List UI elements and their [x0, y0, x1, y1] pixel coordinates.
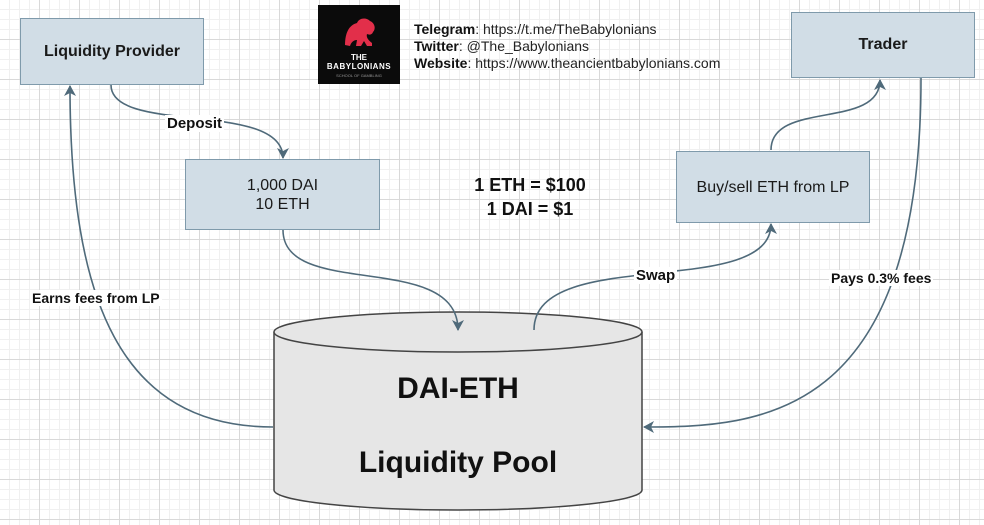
logo-text-the: THE [351, 53, 367, 62]
twitter-label: Twitter [414, 38, 459, 54]
buy-sell-to-trader-arrow [770, 79, 886, 151]
social-info: Telegram: https://t.me/TheBabylonians Tw… [414, 21, 720, 72]
website-line: Website: https://www.theancientbabylonia… [414, 55, 721, 71]
lion-icon [345, 18, 375, 46]
trader-node[interactable]: Trader [791, 12, 975, 78]
pays-fees-arrow [643, 77, 922, 433]
telegram-line: Telegram: https://t.me/TheBabylonians [414, 21, 657, 37]
liquidity-provider-node[interactable]: Liquidity Provider [20, 18, 204, 85]
eth-price: 1 ETH = $100 [474, 175, 586, 195]
telegram-label: Telegram [414, 21, 476, 37]
deposit-edge-label: Deposit [165, 115, 225, 132]
telegram-link[interactable]: https://t.me/TheBabylonians [483, 21, 657, 37]
swap-edge-label: Swap [634, 267, 678, 284]
price-info: 1 ETH = $100 1 DAI = $1 [440, 173, 620, 221]
pays-fees-edge-label: Pays 0.3% fees [829, 270, 934, 286]
deposit-amount-node[interactable]: 1,000 DAI 10 ETH [185, 159, 380, 230]
earns-fees-edge-label: Earns fees from LP [30, 290, 162, 306]
buy-sell-label: Buy/sell ETH from LP [696, 178, 850, 196]
deposit-eth-amount: 10 ETH [255, 195, 310, 213]
dai-price: 1 DAI = $1 [486, 199, 574, 219]
website-link[interactable]: https://www.theancientbabylonians.com [475, 55, 721, 71]
pool-title-name: Liquidity Pool [358, 446, 558, 479]
babylonians-logo: THE BABYLONIANS SCHOOL OF GAMBLING [318, 5, 400, 84]
liquidity-pool-cylinder [273, 311, 643, 511]
pool-title-pair: DAI-ETH [397, 372, 519, 405]
twitter-handle[interactable]: @The_Babylonians [466, 38, 590, 54]
website-label: Website [414, 55, 468, 71]
earns-fees-arrow [64, 85, 274, 428]
deposit-to-pool-arrow [282, 229, 464, 331]
trader-label: Trader [858, 36, 908, 53]
buy-sell-node[interactable]: Buy/sell ETH from LP [676, 151, 870, 223]
twitter-line: Twitter: @The_Babylonians [414, 38, 590, 54]
logo-tagline: SCHOOL OF GAMBLING [336, 73, 382, 78]
liquidity-provider-label: Liquidity Provider [43, 42, 180, 60]
deposit-dai-amount: 1,000 DAI [246, 176, 319, 194]
logo-text-babylonians: BABYLONIANS [326, 62, 392, 71]
